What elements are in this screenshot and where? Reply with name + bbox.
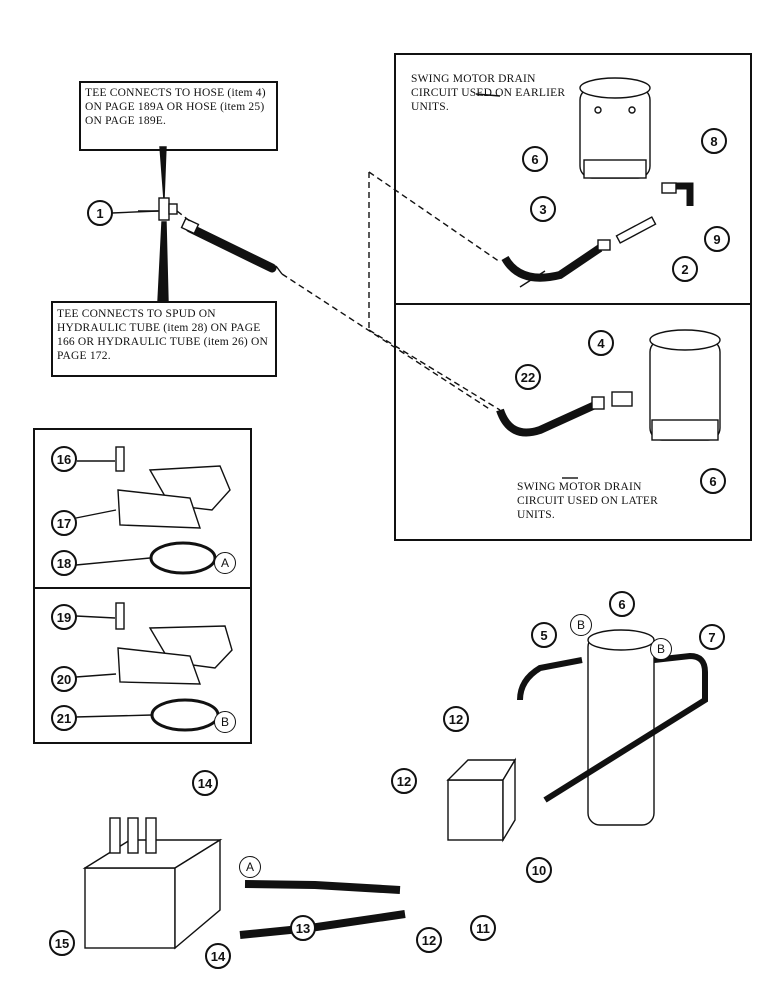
hose-13-lower (239, 910, 406, 939)
callout-12c: 12 (416, 927, 442, 953)
flange-kit-b-marker: B (214, 711, 236, 733)
callout-13: 13 (290, 915, 316, 941)
flange-kit-b (115, 602, 233, 732)
callout-1: 1 (87, 200, 113, 226)
swing-motor-earlier (579, 77, 651, 179)
flange-kit-a-marker: A (214, 552, 236, 574)
callout-6: 6 (522, 146, 548, 172)
callout-4: 4 (588, 330, 614, 356)
callout-12b: 12 (391, 768, 417, 794)
hose-22 (496, 401, 597, 437)
callout-9: 9 (704, 226, 730, 252)
callout-14b: 14 (205, 943, 231, 969)
note-pointer-top (159, 146, 167, 201)
callout-3: 3 (530, 196, 556, 222)
callout-18: 18 (51, 550, 77, 576)
note-pointer-bottom (157, 221, 169, 302)
callout-17: 17 (51, 510, 77, 536)
tee-spud-note: TEE CONNECTS TO SPUD ON HYDRAULIC TUBE (… (57, 308, 269, 362)
valve-block (446, 757, 517, 843)
callout-19: 19 (51, 604, 77, 630)
callout-6b: 6 (700, 468, 726, 494)
callout-10: 10 (526, 857, 552, 883)
port-b-marker-left: B (570, 614, 592, 636)
hose-top (185, 223, 277, 273)
hose-13-upper (244, 880, 401, 894)
callout-12: 12 (443, 706, 469, 732)
callout-14: 14 (192, 770, 218, 796)
earlier-units-note: SWING MOTOR DRAIN CIRCUIT USED ON EARLIE… (411, 73, 566, 113)
control-valve (82, 817, 223, 950)
swing-motor-main (587, 629, 655, 826)
callout-8: 8 (701, 128, 727, 154)
tube-7 (543, 652, 708, 803)
flange-kit-a (115, 446, 231, 575)
tee-spud-note-box (51, 301, 277, 377)
callout-7: 7 (699, 624, 725, 650)
hose-3 (501, 244, 603, 282)
callout-20: 20 (51, 666, 77, 692)
callout-15: 15 (49, 930, 75, 956)
tee-fitting (138, 197, 178, 221)
tee-hose-note: TEE CONNECTS TO HOSE (item 4) ON PAGE 18… (85, 87, 266, 127)
callout-22: 22 (515, 364, 541, 390)
tube-5 (517, 657, 583, 701)
later-units-note: SWING MOTOR DRAIN CIRCUIT USED ON LATER … (517, 481, 659, 521)
tee-hose-note-box (79, 81, 278, 151)
callout-16: 16 (51, 446, 77, 472)
callout-2: 2 (672, 256, 698, 282)
callout-11: 11 (470, 915, 496, 941)
port-b-marker-right: B (650, 638, 672, 660)
callout-5: 5 (531, 622, 557, 648)
callout-21: 21 (51, 705, 77, 731)
swing-motor-later (649, 329, 721, 441)
valve-port-a-marker: A (239, 856, 261, 878)
callout-6c: 6 (609, 591, 635, 617)
